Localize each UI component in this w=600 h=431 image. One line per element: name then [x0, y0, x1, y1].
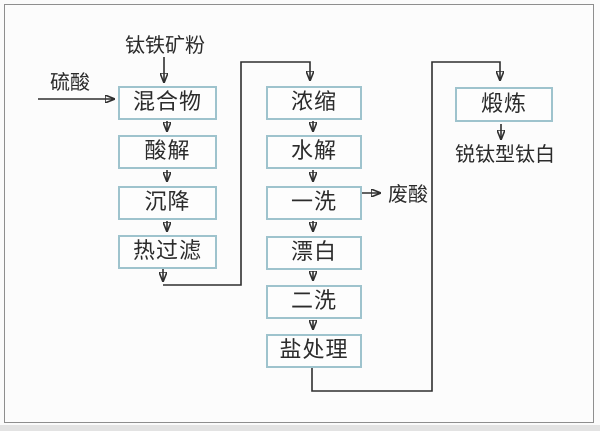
- node-acidolysis: 酸解: [118, 135, 217, 169]
- label-waste-acid: 废酸: [388, 182, 428, 206]
- node-settling: 沉降: [118, 186, 217, 220]
- node-concentration: 浓缩: [266, 86, 362, 120]
- label-anatase-product: 锐钛型钛白: [455, 142, 555, 166]
- node-mixture: 混合物: [118, 86, 217, 120]
- label-sulfuric-acid: 硫酸: [50, 70, 90, 94]
- node-first-wash: 一洗: [266, 186, 362, 220]
- label-ilmenite-powder: 钛铁矿粉: [125, 33, 205, 57]
- node-second-wash: 二洗: [266, 285, 362, 319]
- node-salt-treatment: 盐处理: [266, 334, 362, 368]
- image-bottom-edge: [0, 425, 600, 431]
- node-bleach: 漂白: [266, 236, 362, 270]
- node-hot-filtration: 热过滤: [118, 235, 217, 269]
- node-calcination: 煅炼: [455, 87, 553, 122]
- node-hydrolysis: 水解: [266, 135, 362, 169]
